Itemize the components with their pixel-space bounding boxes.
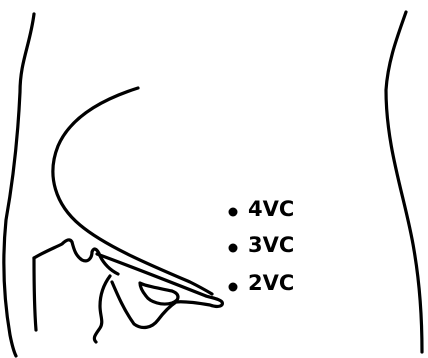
sacrum-contour [34, 258, 36, 330]
femoral-contour [94, 276, 110, 342]
iliac-inner-contour [97, 254, 206, 296]
point-4vc-label: 4VC [248, 197, 294, 221]
point-3vc-label: 3VC [248, 233, 294, 257]
point-3vc-dot [229, 244, 238, 253]
iliac-crest [53, 88, 212, 294]
obturator-foramen [140, 283, 178, 304]
point-4vc-dot [229, 208, 238, 217]
left-body-contour [4, 14, 34, 356]
point-2vc-dot [229, 283, 238, 292]
right-body-contour [386, 12, 422, 352]
point-2vc-label: 2VC [248, 271, 294, 295]
